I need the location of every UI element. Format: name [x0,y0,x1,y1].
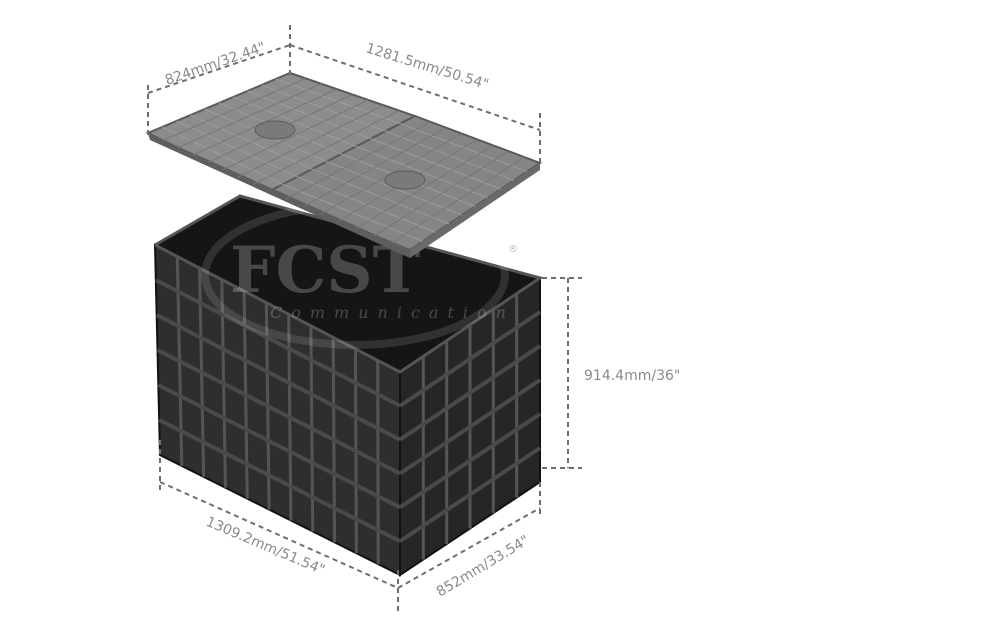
rib [237,104,384,178]
rib [155,313,401,442]
lid-center-cap-2 [384,170,426,190]
rib [154,278,401,408]
rib [398,310,542,408]
rib [222,99,369,171]
lid-depth-label: 824mm/32.44" [163,39,268,88]
rib [398,378,542,476]
lid [145,71,543,258]
rib [356,144,494,229]
dimension-lines [147,25,582,612]
box-height-label: 914.4mm/36" [584,368,680,384]
rib [398,446,542,543]
box-interior [155,196,540,372]
box-right-ribs [398,293,542,560]
watermark-registered: ® [508,244,518,255]
rib [162,77,306,141]
rib [157,383,401,510]
watermark-tagline: Communication [270,303,515,322]
rib [398,344,542,442]
box-left-ribs [154,256,401,565]
rib [391,156,525,244]
box-rim [154,194,544,374]
lid-center-cap [254,120,296,140]
rib [374,150,510,236]
rib [158,418,401,543]
rib [156,348,401,476]
rib [285,121,431,200]
rib [177,83,322,149]
rib [252,110,400,186]
lid-edge-right [410,163,540,258]
lid-length-label: 1281.5mm/50.54" [364,41,491,94]
rib [398,412,542,509]
lid-edge [148,133,410,258]
rib [303,127,447,207]
